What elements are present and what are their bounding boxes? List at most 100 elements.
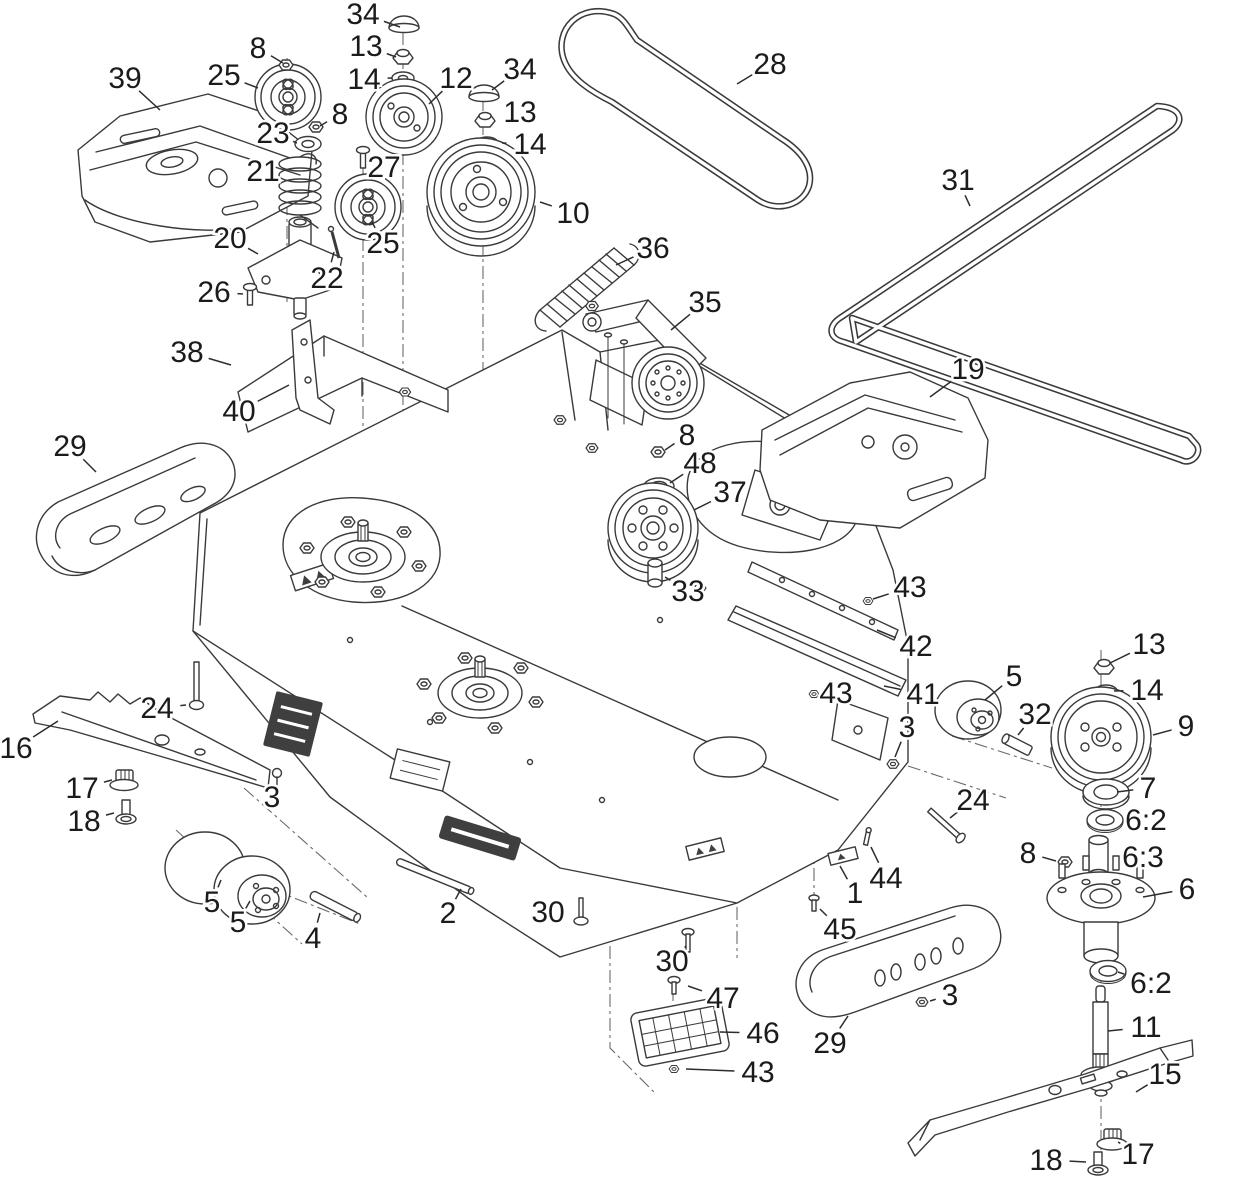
part-bolt-18a [115,799,137,825]
part-screw-45 [808,894,820,912]
callout-25-4: 25 [205,57,259,95]
leader-line [1109,652,1131,664]
callout-10-18: 10 [539,195,592,233]
leader-line [736,74,753,85]
callout-number: 34 [503,53,536,86]
callout-8-27: 8 [664,417,698,455]
part-pulley-37 [607,482,699,583]
leader-line [1107,1028,1123,1032]
callout-43-34: 43 [817,675,855,713]
leader-line [319,121,328,127]
callout-12-6: 12 [428,60,475,105]
part-idler-arm-20 [247,216,343,320]
callout-number: 4 [305,922,322,955]
callout-36-21: 36 [615,230,672,268]
callout-number: 6 [1179,873,1196,906]
callout-6-45: 6 [1142,871,1198,909]
callout-41-33: 41 [883,676,942,714]
callout-number: 42 [899,630,932,663]
leader-line [664,442,675,451]
callout-6:3-44: 6:3 [1120,839,1167,877]
callout-37-29: 37 [693,474,749,512]
callout-number: 37 [713,476,746,509]
callout-number: 24 [140,692,173,725]
part-nut-17a [109,769,139,792]
part-nut-43b [808,690,820,698]
leader-line [664,576,671,581]
callout-number: 21 [246,155,279,188]
leader-line [685,1068,735,1072]
callout-8-10: 8 [319,96,351,134]
callout-13-1: 13 [347,28,397,66]
part-bolt-24b [927,807,966,844]
callout-number: 32 [1018,698,1051,731]
leader-line [316,912,321,923]
callout-42-32: 42 [876,628,935,666]
callout-number: 8 [1020,837,1037,870]
callout-number: 47 [706,982,739,1015]
callout-3-65: 3 [929,977,961,1015]
callout-5-53: 5 [227,900,251,942]
callout-24-47: 24 [138,690,187,728]
callout-number: 13 [349,30,382,63]
part-screw-47 [667,975,681,995]
callout-number: 7 [1140,772,1157,805]
part-belt-28 [558,7,814,210]
callout-number: 6:3 [1122,841,1164,874]
callout-38-23: 38 [168,334,232,372]
leader-line [244,82,259,89]
callout-6:2-42: 6:2 [1123,802,1170,840]
callout-number: 11 [1130,1011,1161,1044]
part-pulley-12 [365,78,443,156]
leader-line [454,888,462,900]
callout-45-60: 45 [819,908,859,949]
callout-number: 3 [264,781,281,814]
callout-number: 43 [893,571,926,604]
leader-line [371,221,376,229]
callout-number: 17 [1121,1138,1154,1171]
part-nut-8c [650,446,666,458]
callout-number: 28 [753,48,786,81]
part-bearing-62b [1089,959,1127,985]
callout-2-55: 2 [437,888,462,933]
part-bracket-40 [291,319,335,425]
callout-number: 13 [503,96,536,129]
callout-34-7: 34 [491,51,539,91]
callout-25-14: 25 [364,221,402,263]
leader-line [539,201,553,207]
part-nut-17b [1096,1128,1128,1151]
callout-34-0: 34 [344,0,401,34]
part-nut-43a [862,597,874,605]
part-wheel-5-right [934,680,1002,740]
callout-number: 9 [1178,710,1195,743]
leader-line [684,945,687,948]
part-pin-44 [862,826,872,846]
leader-line [839,865,849,880]
part-pin-22 [327,225,341,259]
callout-48-28: 48 [669,445,719,484]
callout-number: 30 [655,945,688,978]
part-housing-7 [1082,778,1130,810]
part-pulley-10 [426,137,536,257]
leader-line [105,812,115,816]
leader-line [217,879,222,888]
leader-line [1116,789,1134,793]
callout-number: 3 [942,979,959,1012]
callout-number: 8 [679,419,696,452]
callout-13-36: 13 [1109,626,1168,664]
leader-line [964,194,971,207]
leader-line [693,500,712,511]
leader-line [1017,727,1025,736]
callout-number: 25 [366,227,399,260]
leader-line [929,380,953,398]
callout-number: 10 [556,197,589,230]
part-blade-15 [907,1039,1194,1157]
leader-line [1069,1160,1087,1163]
part-bolt-18b [1087,1151,1109,1176]
part-nut-43c [668,1065,680,1073]
callout-8-3: 8 [247,30,284,68]
callout-number: 46 [746,1017,779,1050]
callout-3-51: 3 [261,779,283,817]
part-idler-35 [582,299,707,420]
